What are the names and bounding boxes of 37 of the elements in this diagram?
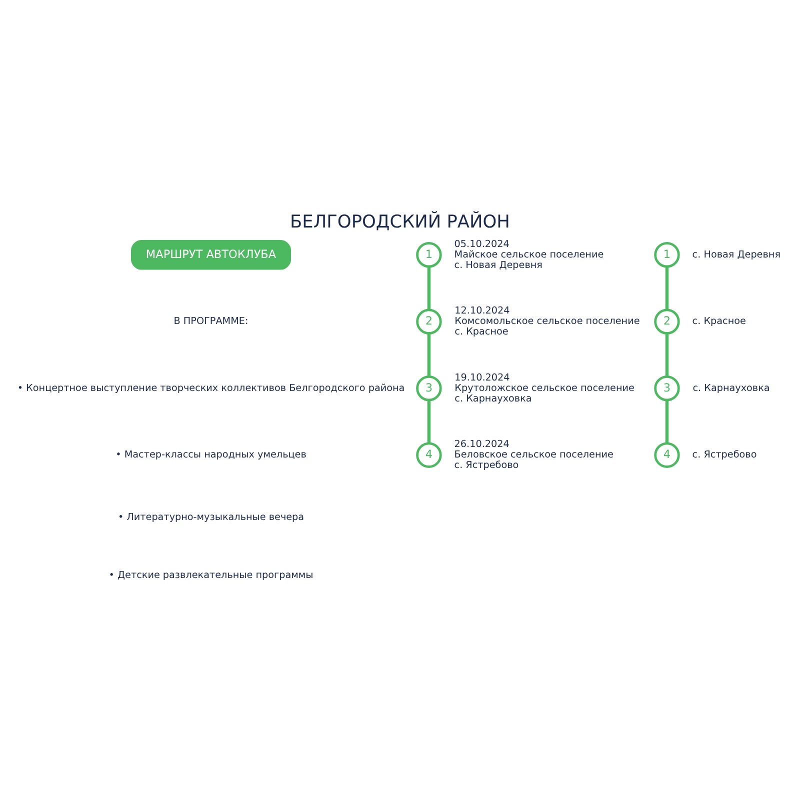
node-circle: 1 — [416, 242, 442, 268]
connector — [427, 266, 431, 310]
label: • Детские развлекательные программы — [108, 570, 314, 581]
node-label: 12.10.2024 — [454, 306, 510, 317]
node-circle: 2 — [416, 308, 442, 334]
connector — [427, 400, 431, 444]
node-label: 26.10.2024 — [454, 439, 510, 450]
node-circle: 3 — [416, 375, 442, 402]
node-circle: 3 — [654, 375, 680, 402]
connector — [665, 266, 669, 310]
node-circle: 4 — [654, 442, 680, 468]
node-label: Комсомольское сельское поселение — [454, 316, 640, 328]
node-label: с. Красное — [454, 326, 508, 338]
label: • Мастер-классы народных умельцев — [116, 450, 306, 461]
node-circle: 4 — [416, 442, 442, 468]
label: В ПРОГРАММЕ: — [174, 316, 248, 328]
node-label: Крутоложское сельское поселение — [454, 382, 634, 394]
label: • Литературно-музыкальные вечера — [118, 512, 304, 523]
node-label: Беловское сельское поселение — [454, 450, 614, 461]
node-label: с. Карнауховка — [454, 393, 532, 404]
connector — [665, 333, 669, 377]
node-label: Майское сельское поселение — [454, 249, 604, 260]
node-label: с. Ястребово — [454, 460, 519, 472]
node-label: с. Новая Деревня — [692, 249, 780, 260]
node-label: 19.10.2024 — [454, 372, 510, 384]
node-circle: 1 — [654, 242, 680, 268]
node-circle: 2 — [654, 308, 680, 334]
label: • Концертное выступление творческих коллективов Белгородского района — [17, 382, 405, 394]
diagram-title: БЕЛГОРОДСКИЙ РАЙОН — [290, 212, 510, 233]
node-label: с. Новая Деревня — [454, 260, 542, 271]
node-label: с. Красное — [692, 316, 746, 328]
node-label: с. Ястребово — [692, 450, 757, 461]
node-box: МАРШРУТ АВТОКЛУБА — [131, 240, 292, 270]
connector — [427, 333, 431, 377]
connector — [665, 400, 669, 444]
node-label: с. Карнауховка — [692, 382, 770, 394]
node-label: 05.10.2024 — [454, 238, 510, 250]
